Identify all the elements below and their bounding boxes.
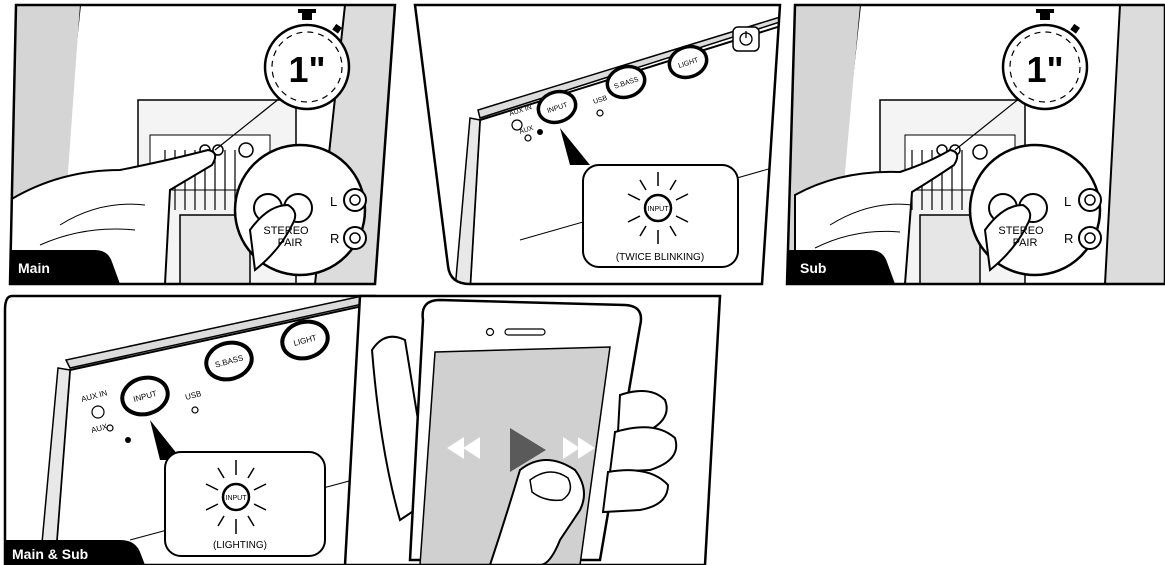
lighting-caption: (LIGHTING)	[213, 540, 267, 551]
panel-input-blink: INPUT S.BASS LIGHT AUX IN AUX USB INPUT	[400, 0, 800, 290]
panel-sub: L R STEREO PAIR 1" Sub	[787, 5, 1165, 284]
input-callout-label: INPUT	[226, 495, 248, 502]
timer-text: 1"	[1026, 49, 1063, 90]
svg-text:Main: Main	[18, 260, 50, 276]
panel-main: L R STEREO PAIR 1" Main	[10, 5, 400, 284]
jack-l-label: L	[1064, 194, 1071, 209]
twice-blinking-caption: (TWICE BLINKING)	[616, 252, 704, 263]
stereo-label: STEREO	[998, 225, 1044, 237]
pair-label: PAIR	[278, 237, 303, 249]
jack-r-label: R	[330, 231, 339, 246]
input-callout-label: INPUT	[648, 206, 670, 213]
panel-input-lighting: INPUT S.BASS LIGHT AUX IN AUX USB INPUT	[0, 290, 400, 565]
panel-phone	[345, 290, 725, 565]
sub-tag: Sub	[787, 250, 895, 284]
jack-r-label: R	[1064, 231, 1073, 246]
svg-text:Sub: Sub	[800, 260, 826, 276]
main-and-sub-tag: Main & Sub	[5, 540, 145, 565]
main-tag: Main	[10, 250, 120, 284]
stereo-label: STEREO	[263, 225, 309, 237]
svg-text:Main & Sub: Main & Sub	[12, 546, 88, 562]
pair-label: PAIR	[1013, 237, 1038, 249]
jack-l-label: L	[330, 194, 337, 209]
timer-text: 1"	[288, 49, 325, 90]
